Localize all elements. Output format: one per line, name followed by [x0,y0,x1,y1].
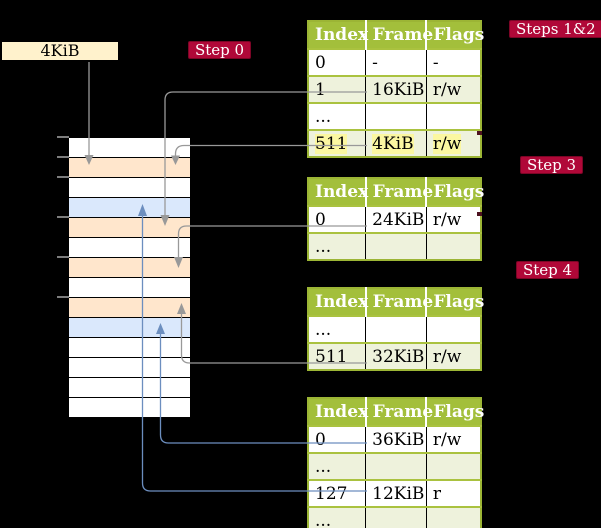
address-tick [57,136,69,138]
table-cell [426,102,481,130]
table-cell [365,315,427,343]
table-cell: 127 [308,479,367,507]
memory-row-2 [69,158,190,178]
column-header: Frame [365,21,433,49]
address-tick [57,296,69,298]
column-header: Index [308,288,368,316]
table-cell: 0 [308,205,367,233]
memory-row-6 [69,238,190,258]
table-cell: 12KiB [365,479,427,507]
memory-column [68,137,191,418]
memory-row-13 [69,378,190,398]
table-row: 0-- [308,48,481,76]
table-cell: ... [308,452,367,480]
column-header: Frame [365,398,433,426]
table-row: ... [308,232,481,260]
table-cell [426,315,481,343]
table-cell: r/w [426,205,481,233]
table-cell [426,506,481,528]
table-cell: ... [308,102,367,130]
table-cell: r/w [426,342,481,370]
table-cell: r/w [426,425,481,453]
table-cell [365,506,427,528]
steps-1-2-label: Steps 1&2 [509,20,601,38]
memory-row-5 [69,218,190,238]
table-cell: 4KiB [365,129,427,157]
table-cell: 24KiB [365,205,427,233]
table-row: ... [308,452,481,480]
table-cell: - [426,48,481,76]
memory-row-9 [69,298,190,318]
table-cell: 16KiB [365,75,427,103]
memory-row-4 [69,198,190,218]
address-tick [57,156,69,158]
table-cell: 36KiB [365,425,427,453]
table-cell: r/w [426,75,481,103]
memory-row-1 [69,138,190,158]
table-cell [365,232,427,260]
table-cell: ... [308,232,367,260]
highlighted-value: 511 [315,133,348,154]
column-header: Index [308,178,368,206]
step-4-label: Step 4 [516,261,580,279]
step-3-label: Step 3 [520,156,584,174]
column-header: Frame [365,178,433,206]
column-header: Index [308,21,368,49]
memory-row-10 [69,318,190,338]
step-0-label: Step 0 [188,41,252,59]
address-tick [57,256,69,258]
memory-row-7 [69,258,190,278]
memory-row-8 [69,278,190,298]
table-cell: 0 [308,425,367,453]
column-header: Flags [426,178,484,206]
address-tick [57,176,69,178]
table-cell: - [365,48,427,76]
table-cell: r [426,479,481,507]
memory-row-3 [69,178,190,198]
table-cell: r/w [426,129,481,157]
column-header: Index [308,398,368,426]
table-cell [365,102,427,130]
table-cell: 32KiB [365,342,427,370]
table-cell: 511 [308,129,367,157]
table-cell: ... [308,506,367,528]
highlighted-value: 4KiB [372,133,414,154]
column-header: Frame [365,288,433,316]
table-row: 511 4KiB r/w [308,129,481,157]
table-row: ... [308,315,481,343]
address-tick [57,216,69,218]
column-header: Flags [426,398,484,426]
column-header: Flags [426,21,484,49]
highlighted-value: r/w [432,133,462,154]
table-cell: 1 [308,75,367,103]
memory-row-11 [69,338,190,358]
column-header: Flags [426,288,484,316]
memory-row-14 [69,398,190,417]
table-row: ... [308,506,481,528]
table-cell [365,452,427,480]
table-cell: 0 [308,48,367,76]
table-cell: ... [308,315,367,343]
page-size-box: 4KiB [1,41,119,61]
memory-row-12 [69,358,190,378]
table-cell [426,452,481,480]
table-cell [426,232,481,260]
table-row: ... [308,102,481,130]
table-cell: 511 [308,342,367,370]
